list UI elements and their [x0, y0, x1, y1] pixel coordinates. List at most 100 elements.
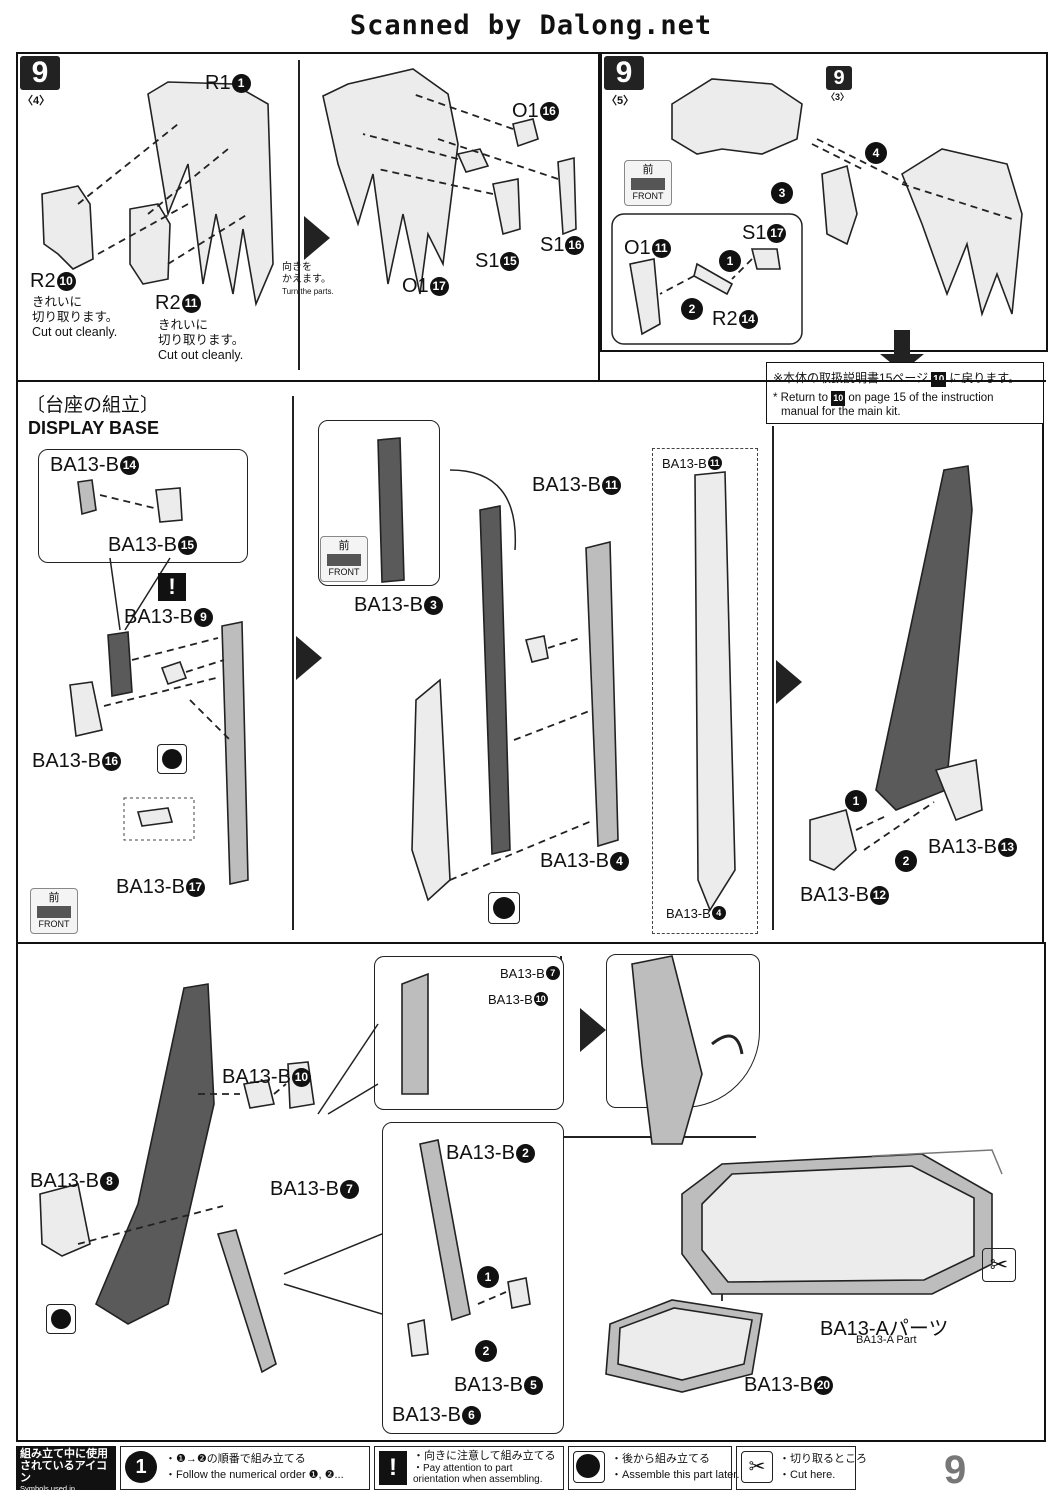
part-r2-11 [129, 203, 171, 285]
label-text: BA13-B [270, 1178, 339, 1200]
part-number-badge: 10 [56, 272, 76, 291]
part-number-badge: 2 [515, 1144, 535, 1163]
legend-bar: 組み立て中に使用されているアイコン Symbols used in instru… [16, 1446, 867, 1503]
return-en-post: on page 15 of the instruction [848, 392, 994, 404]
order-badge-1: 1 [845, 790, 867, 812]
front-en: FRONT [38, 919, 70, 929]
part-number-badge: 11 [707, 456, 722, 470]
front-arrow-icon [37, 906, 71, 918]
cut-note-jp: きれいに 切り取ります。 [32, 295, 119, 324]
step-sub: 〈5〉 [606, 95, 635, 107]
part-number-badge: 17 [767, 224, 787, 243]
assemble-later-icon [46, 1304, 76, 1334]
front-jp: 前 [48, 892, 60, 904]
later-icon [573, 1451, 605, 1483]
label-text: BA13-B [540, 850, 609, 872]
cut-note-2: きれいに 切り取ります。Cut out cleanly. [158, 318, 244, 363]
return-note-en: * Return to 10 on page 15 of the instruc… [773, 391, 994, 406]
part-number-badge: 16 [101, 752, 121, 771]
legend-title-jp: 組み立て中に使用されているアイコン [20, 1448, 108, 1484]
claw-part-assembled [322, 68, 459, 295]
cut-note-1: きれいに 切り取ります。Cut out cleanly. [32, 295, 118, 340]
label-text: BA13-B [500, 966, 545, 981]
legend-cut-jp: ・切り取るところ [779, 1453, 867, 1465]
label-text: O1 [624, 237, 651, 259]
label-text: BA13-B [928, 836, 997, 858]
next-step-arrow-icon [776, 660, 802, 704]
label-text: BA13-B [392, 1404, 461, 1426]
legend-title-en: Symbols used in instructions [20, 1484, 76, 1503]
step-9-5-panel [600, 52, 1048, 352]
label-text: S1 [742, 222, 767, 244]
part-r2-14 [693, 262, 734, 296]
order-badge-1: 1 [477, 1266, 499, 1288]
label-text: BA13-B [30, 1170, 99, 1192]
front-arrow-icon [631, 178, 665, 190]
label-text: BA13-B [744, 1374, 813, 1396]
part-r2-10 [41, 185, 94, 270]
part-number-badge: 9 [193, 608, 213, 627]
part-o1-11 [629, 258, 661, 336]
part-number-badge: 7 [339, 1180, 359, 1199]
order-badge-1: 1 [719, 250, 741, 272]
return-en-pre: * Return to [773, 392, 828, 404]
legend-orientation-en: ・Pay attention to part orientation when … [413, 1463, 543, 1485]
cut-note-en: Cut out cleanly. [32, 325, 118, 339]
label-text: BA13-B [124, 606, 193, 628]
orientation-icon: ! [379, 1451, 407, 1485]
return-note-en-2: manual for the main kit. [781, 406, 901, 418]
label-text: BA13-B [488, 992, 533, 1007]
assemble-later-icon [157, 744, 187, 774]
legend-orientation: ! ・向きに注意して組み立てる ・Pay attention to part o… [374, 1446, 564, 1490]
return-step-icon: 10 [931, 372, 947, 387]
order-badge-4: 4 [865, 142, 887, 164]
part-number-badge: 14 [119, 456, 139, 475]
page-number: 9 [944, 1448, 967, 1492]
order-badge-2: 2 [895, 850, 917, 872]
legend-cut-en: ・Cut here. [779, 1469, 836, 1481]
turn-note-jp: 向きを かえます。 [282, 262, 331, 285]
part-o1-16 [512, 118, 539, 148]
front-icon: 前 FRONT [30, 888, 78, 934]
label-text: O1 [512, 100, 539, 122]
label-ba13-a-part-en: BA13-A Part [856, 1334, 917, 1346]
step-number: 9 [604, 56, 644, 90]
label-text: BA13-B [116, 876, 185, 898]
scan-credit: Scanned by Dalong.net [349, 10, 713, 41]
label-text: BA13-B [446, 1142, 515, 1164]
front-en: FRONT [632, 191, 664, 201]
display-base-title-en: DISPLAY BASE [28, 418, 160, 438]
display-base-right-border [1042, 424, 1044, 942]
label-text: BA13-B [354, 594, 423, 616]
assemble-later-icon [488, 892, 520, 924]
legend-later-jp: ・後から組み立てる [611, 1453, 710, 1465]
part-number-badge: 11 [601, 476, 621, 495]
label-text: BA13-B [32, 750, 101, 772]
result-arrow-icon [580, 1008, 606, 1052]
next-step-arrow-icon [296, 636, 322, 680]
claw-part [901, 148, 1023, 317]
legend-order: 1 ・❶→❷の順番で組み立てる ・Follow the numerical or… [120, 1446, 370, 1490]
part-number-badge: 17 [185, 878, 205, 897]
part-s1-17 [750, 248, 781, 270]
part-number-badge: 11 [651, 239, 671, 258]
legend-order-jp: ・❶→❷の順番で組み立てる [165, 1453, 306, 1465]
label-text: R2 [155, 292, 181, 314]
cut-here-icon: ✂ [982, 1248, 1016, 1282]
assemble-later-disc [51, 1309, 71, 1329]
return-step-icon: 10 [831, 391, 846, 406]
part-number-badge: 15 [500, 252, 520, 271]
panel-divider [298, 60, 300, 370]
part-number-badge: 16 [565, 236, 585, 255]
ref-step-number: 9 [826, 66, 852, 90]
